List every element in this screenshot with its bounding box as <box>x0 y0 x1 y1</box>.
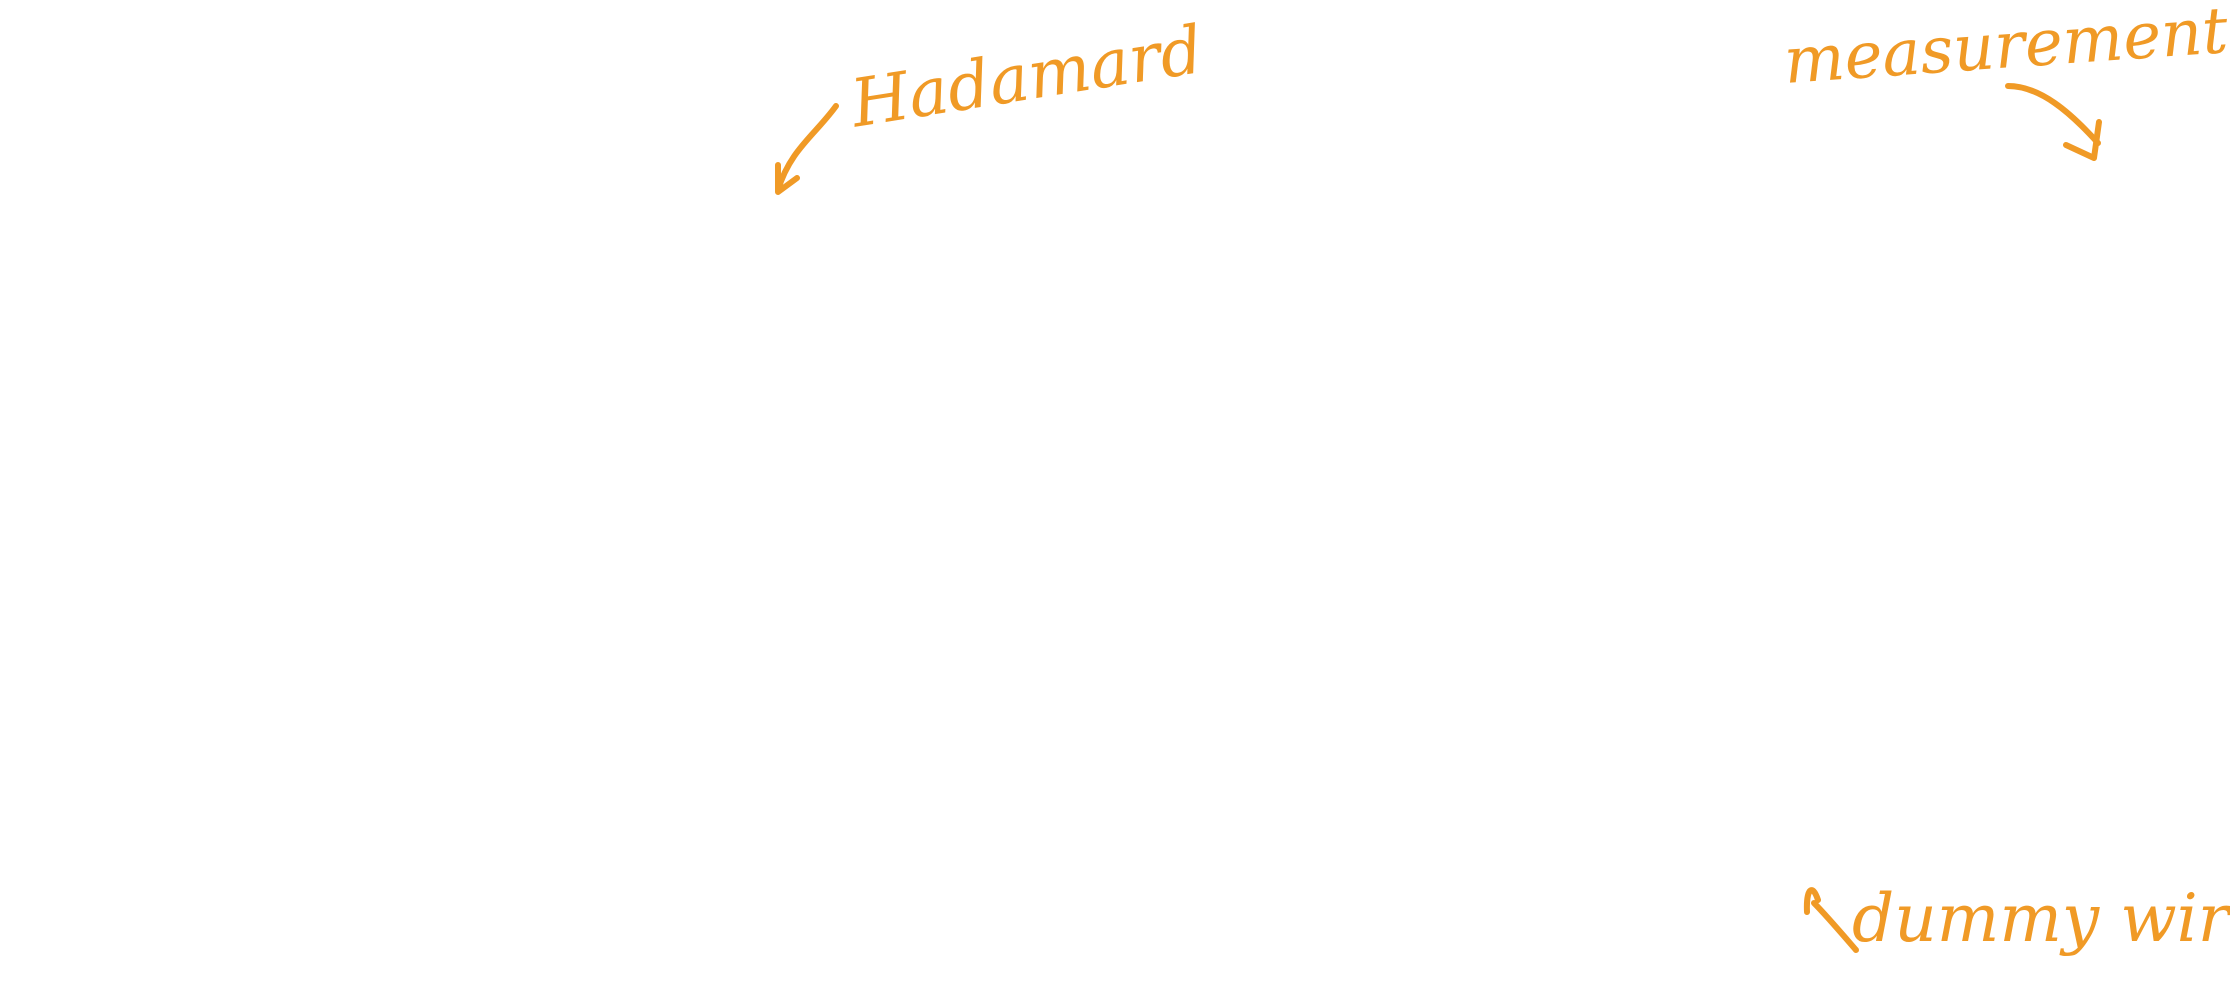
dummy-wire-label: dummy wire <box>1852 880 2230 957</box>
